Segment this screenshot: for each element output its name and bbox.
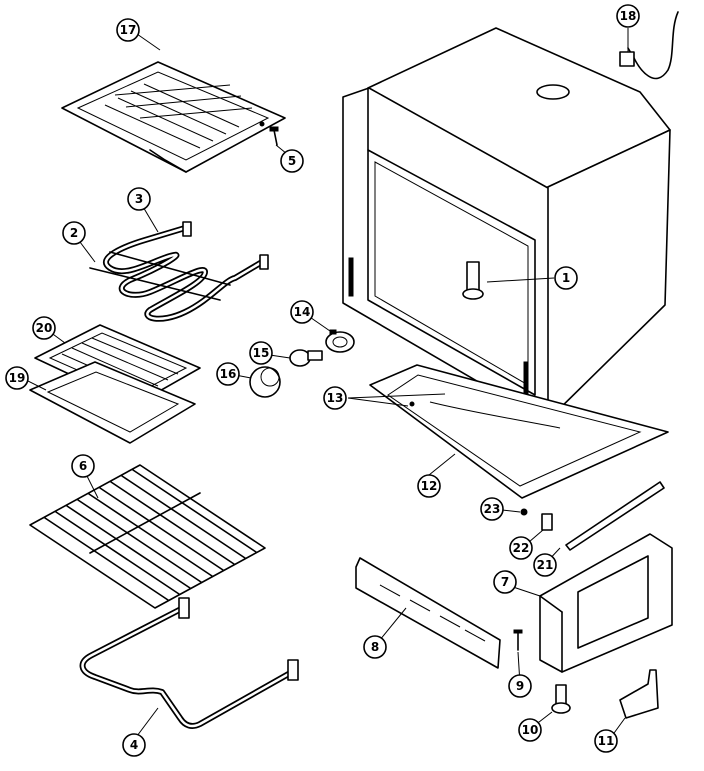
part-23-screw bbox=[520, 508, 528, 516]
callout-4: 4 bbox=[122, 733, 146, 757]
callout-14-label: 14 bbox=[294, 305, 311, 319]
callout-11: 11 bbox=[594, 729, 618, 753]
callout-8-label: 8 bbox=[371, 640, 379, 654]
callout-8: 8 bbox=[363, 635, 387, 659]
callout-15: 15 bbox=[249, 341, 273, 365]
part-14-light-socket bbox=[325, 329, 355, 353]
callout-17-label: 17 bbox=[120, 23, 137, 37]
callout-11-label: 11 bbox=[598, 734, 615, 748]
callout-21: 21 bbox=[533, 553, 557, 577]
callout-18: 18 bbox=[616, 4, 640, 28]
callout-2: 2 bbox=[62, 221, 86, 245]
callout-13-label: 13 bbox=[327, 391, 344, 405]
callout-1-label: 1 bbox=[562, 271, 570, 285]
callout-3-label: 3 bbox=[135, 192, 143, 206]
part-18-ground-wire bbox=[619, 11, 679, 80]
callout-19: 19 bbox=[5, 366, 29, 390]
callout-7-label: 7 bbox=[501, 575, 509, 589]
part-3-broil-element bbox=[89, 221, 269, 322]
part-16-light-lens bbox=[249, 366, 281, 398]
callout-22: 22 bbox=[509, 536, 533, 560]
leader-lines bbox=[21, 28, 629, 741]
part-9-screw bbox=[513, 629, 523, 651]
callout-6-label: 6 bbox=[79, 459, 87, 473]
callout-19-label: 19 bbox=[9, 371, 26, 385]
part-7-drawer-body bbox=[539, 533, 673, 673]
part-8-kick-panel bbox=[355, 557, 501, 669]
callout-5-label: 5 bbox=[288, 154, 296, 168]
callout-2-label: 2 bbox=[70, 226, 78, 240]
callout-20-label: 20 bbox=[36, 321, 53, 335]
callout-4-label: 4 bbox=[130, 738, 138, 752]
callout-10: 10 bbox=[518, 718, 542, 742]
part-15-light-bulb bbox=[289, 349, 323, 367]
part-5-screw bbox=[269, 126, 279, 146]
callout-23: 23 bbox=[480, 497, 504, 521]
part-17-heat-shield bbox=[61, 61, 286, 173]
callout-18-label: 18 bbox=[620, 9, 637, 23]
part-10-leveling-leg bbox=[551, 684, 571, 714]
callout-23-label: 23 bbox=[484, 502, 501, 516]
part-22-bracket bbox=[541, 513, 553, 531]
callout-21-label: 21 bbox=[537, 558, 554, 572]
callout-1: 1 bbox=[554, 266, 578, 290]
callout-22-label: 22 bbox=[513, 541, 530, 555]
callout-12-label: 12 bbox=[421, 479, 438, 493]
part-12-oven-bottom bbox=[369, 364, 669, 499]
callout-13: 13 bbox=[323, 386, 347, 410]
part-21-trim-strip bbox=[565, 481, 665, 551]
part-19-broil-pan bbox=[29, 361, 196, 444]
callout-16: 16 bbox=[216, 362, 240, 386]
callout-10-label: 10 bbox=[522, 723, 539, 737]
callout-9-label: 9 bbox=[516, 679, 524, 693]
oven-cavity bbox=[342, 27, 671, 421]
callout-7: 7 bbox=[493, 570, 517, 594]
callout-16-label: 16 bbox=[220, 367, 237, 381]
callout-15-label: 15 bbox=[253, 346, 270, 360]
part-4-bake-element bbox=[79, 597, 299, 729]
callout-6: 6 bbox=[71, 454, 95, 478]
callout-5: 5 bbox=[280, 149, 304, 173]
part-6-oven-rack bbox=[29, 464, 266, 609]
callout-17: 17 bbox=[116, 18, 140, 42]
callout-12: 12 bbox=[417, 474, 441, 498]
part-11-anti-tip-bracket bbox=[619, 669, 659, 719]
callout-14: 14 bbox=[290, 300, 314, 324]
callout-3: 3 bbox=[127, 187, 151, 211]
callout-9: 9 bbox=[508, 674, 532, 698]
callout-20: 20 bbox=[32, 316, 56, 340]
